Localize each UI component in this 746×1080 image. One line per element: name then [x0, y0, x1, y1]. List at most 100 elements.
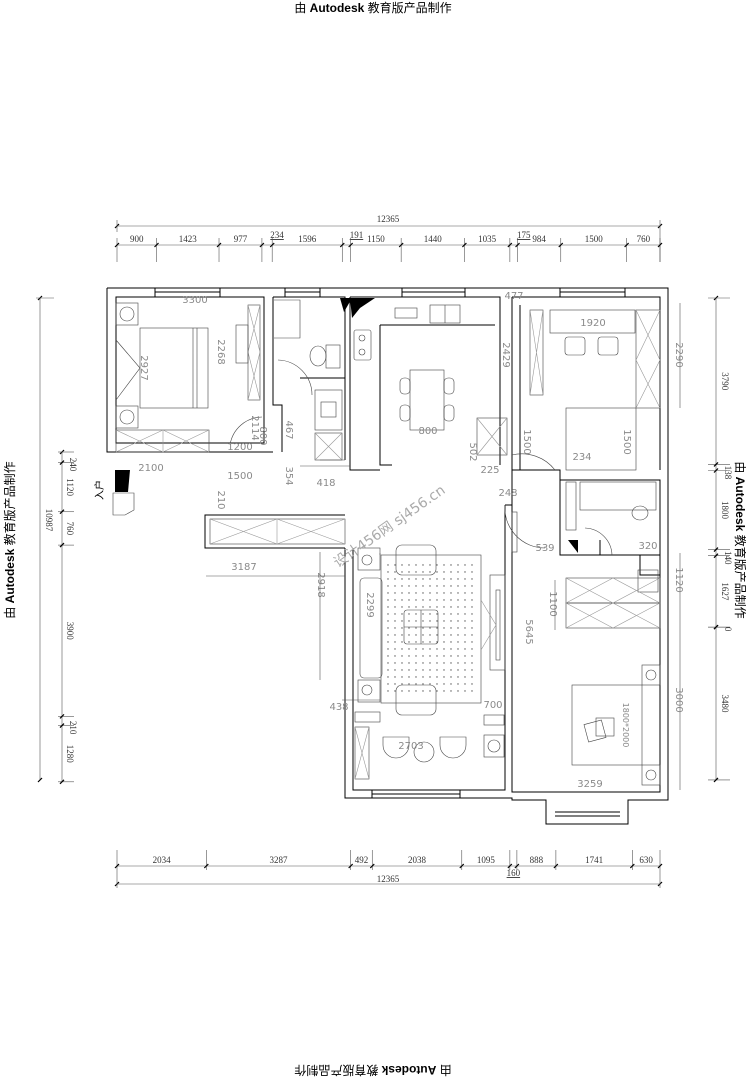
dimension-tick [398, 242, 404, 248]
rug-dot [457, 606, 459, 608]
door-frame [511, 511, 518, 553]
dimension-label: 1741 [585, 855, 603, 865]
dimension-label: 1280 [65, 745, 75, 764]
right-bedroom-wall [511, 296, 661, 556]
rug-dot [422, 669, 424, 671]
armchair [395, 544, 437, 576]
rug-dot [415, 641, 417, 643]
rug-dot [422, 683, 424, 685]
rug-dot [387, 683, 389, 685]
rug-dot [387, 613, 389, 615]
rug-dot [387, 606, 389, 608]
right-bedroom-top [511, 309, 661, 471]
rug-dot [422, 599, 424, 601]
dimension-tick [515, 242, 520, 248]
rug-dot [387, 669, 389, 671]
sofa [359, 577, 383, 679]
rug-dot [429, 669, 431, 671]
bed-left [115, 302, 263, 453]
annotation: 5645 [523, 619, 534, 644]
rug-dot [457, 585, 459, 587]
rug-dot [401, 599, 403, 601]
rug-dot [464, 634, 466, 636]
counter-item [394, 307, 418, 319]
round-table [413, 741, 435, 763]
rug-dot [415, 564, 417, 566]
rug-dot [464, 641, 466, 643]
dimension-tick [59, 509, 65, 515]
window-bottom [371, 790, 620, 817]
coffee-table-grid [404, 610, 438, 644]
rug-dot [408, 690, 410, 692]
rug-dot [387, 662, 389, 664]
rug-dot [457, 578, 459, 580]
rug-dot [464, 620, 466, 622]
drum [487, 739, 501, 753]
entrance-step [112, 492, 135, 516]
rug-dot [408, 669, 410, 671]
rug-dot [429, 634, 431, 636]
rug-dot [471, 676, 473, 678]
door-swing [584, 527, 613, 556]
chair [564, 336, 586, 356]
rug-dot [387, 634, 389, 636]
column [350, 298, 375, 318]
rug-dot [401, 571, 403, 573]
rug-dot [443, 648, 445, 650]
rug-dot [422, 641, 424, 643]
fridge-cross [476, 417, 508, 456]
dimension-label: 1120 [65, 478, 75, 496]
entrance: 入户 [93, 470, 135, 516]
rug-dot [457, 599, 459, 601]
annotation: 1500 [621, 429, 632, 454]
annotation: 2290 [673, 342, 684, 367]
armchair [395, 684, 437, 716]
site-watermark: 设计456网 sj456.cn [331, 482, 448, 571]
rug-dot [401, 690, 403, 692]
rug-dot [464, 669, 466, 671]
rug-dot [443, 683, 445, 685]
rug-dot [415, 648, 417, 650]
annotation: 3000 [673, 687, 684, 712]
rug-dot [408, 585, 410, 587]
dimension-tick [558, 242, 564, 248]
rug-dot [464, 599, 466, 601]
lamp-icon [645, 769, 657, 781]
rug-dot [464, 613, 466, 615]
rug-dot [387, 578, 389, 580]
annotation: 225 [480, 465, 499, 476]
dimension-tick [259, 242, 265, 248]
rug-dot [450, 585, 452, 587]
rug-dot [471, 669, 473, 671]
nightstand [641, 764, 661, 786]
rug-dot [422, 613, 424, 615]
rug-dot [394, 669, 396, 671]
rug-dot [471, 592, 473, 594]
dimension-label: 0 [723, 627, 733, 632]
annotation: 2299 [364, 592, 375, 617]
cabinet-cross [115, 429, 210, 453]
cabinet-cross [314, 432, 343, 461]
rug-dot [436, 585, 438, 587]
dimension-label: 3480 [720, 695, 730, 714]
rug-dot [401, 676, 403, 678]
dimension-tick [713, 547, 719, 552]
rug-dot [436, 690, 438, 692]
shelf [483, 714, 505, 726]
rug-dot [415, 655, 417, 657]
rug-dot [387, 571, 389, 573]
rug-dot [436, 620, 438, 622]
side-table [357, 679, 381, 703]
watermark-top: 由 Autodesk 教育版产品制作 [294, 0, 451, 15]
dimension-tick [216, 242, 222, 248]
sink [320, 401, 337, 418]
dimension-tick [348, 242, 354, 248]
dimension-label: 234 [270, 230, 284, 240]
rug-dot [429, 627, 431, 629]
rug-dot [471, 655, 473, 657]
column [568, 540, 578, 553]
rug-dot [457, 592, 459, 594]
rug-dot [443, 613, 445, 615]
rug-dot [464, 585, 466, 587]
rug-dot [401, 662, 403, 664]
